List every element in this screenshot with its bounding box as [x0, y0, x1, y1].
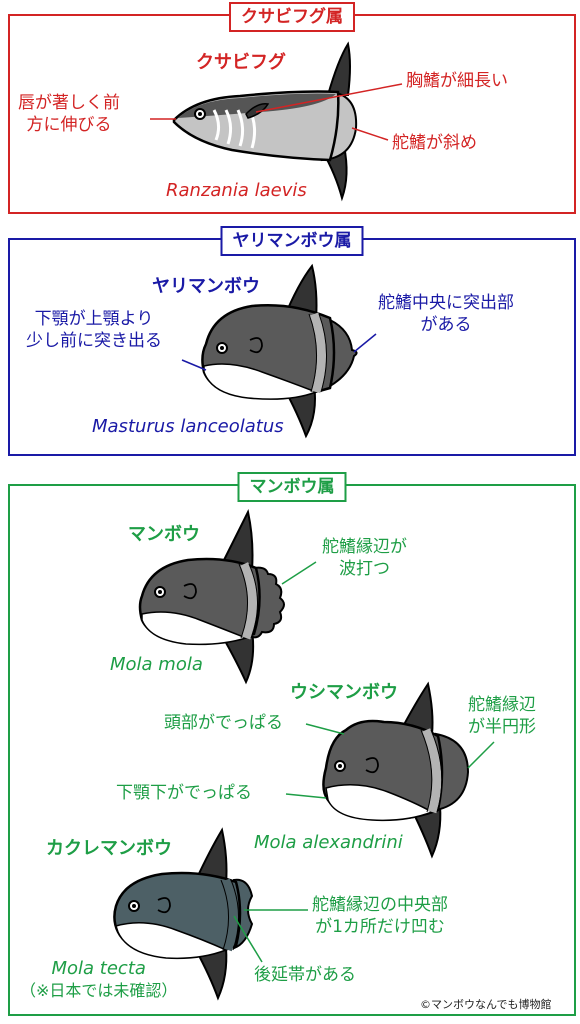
tecta-species-note: （※日本では未確認）: [20, 981, 178, 1000]
alexandrini-fish-illustration: [322, 681, 470, 859]
ranzania-note-lip: 唇が著しく前 方に伸びる: [18, 92, 120, 136]
mola-mola-fish-illustration: [138, 509, 285, 685]
alexandrini-note-head: 頭部がでっぱる: [164, 713, 283, 733]
alexandrini-note-jaw: 下顎下がでっぱる: [116, 783, 252, 803]
tecta-note-rudder-line2: が1カ所だけ凹む: [315, 917, 445, 937]
tecta-scientific-block: Mola tecta （※日本では未確認）: [20, 958, 177, 1002]
tecta-scientific-name: Mola tecta: [51, 958, 146, 979]
masturus-note-jaw-line1: 下顎が上顎より: [34, 309, 154, 329]
tecta-species-name: カクレマンボウ: [46, 838, 172, 859]
mola-mola-note-line2: 波打つ: [339, 559, 390, 579]
copyright-text: ©マンボウなんでも博物館: [420, 998, 552, 1011]
mola-genus-title: マンボウ属: [237, 472, 347, 502]
masturus-species-name: ヤリマンボウ: [152, 276, 260, 297]
mola-mola-note-line1: 舵鰭縁辺が: [322, 537, 407, 557]
tecta-note-rudder: 舵鰭縁辺の中央部 が1カ所だけ凹む: [312, 894, 448, 938]
ranzania-note-rudder: 舵鰭が斜め: [392, 133, 477, 153]
ranzania-genus-title: クサビフグ属: [229, 2, 355, 32]
masturus-note-rudder: 舵鰭中央に突出部 がある: [378, 292, 514, 336]
mola-mola-scientific-name: Mola mola: [110, 654, 203, 675]
mola-mola-note: 舵鰭縁辺が 波打つ: [322, 536, 407, 580]
ranzania-note-pectoral: 胸鰭が細長い: [406, 71, 508, 91]
masturus-note-rudder-line1: 舵鰭中央に突出部: [378, 293, 514, 313]
tecta-fish-illustration: [113, 827, 254, 1001]
tecta-note-band: 後延帯がある: [254, 965, 356, 985]
alexandrini-note-rudder-line2: が半円形: [468, 717, 536, 737]
masturus-genus-title: ヤリマンボウ属: [220, 226, 364, 256]
ranzania-note-lip-line1: 唇が著しく前: [18, 93, 120, 113]
ranzania-panel: クサビフグ属: [8, 2, 576, 214]
mola-panel: マンボウ属: [8, 472, 576, 1016]
ranzania-species-name: クサビフグ: [196, 52, 286, 73]
masturus-scientific-name: Masturus lanceolatus: [92, 416, 284, 437]
alexandrini-species-name: ウシマンボウ: [290, 682, 398, 703]
masturus-note-jaw-line2: 少し前に突き出る: [26, 331, 162, 351]
masturus-fish-illustration: [201, 263, 358, 439]
tecta-note-rudder-line1: 舵鰭縁辺の中央部: [312, 895, 448, 915]
masturus-note-rudder-line2: がある: [420, 315, 472, 335]
mola-mola-species-name: マンボウ: [128, 524, 200, 545]
ranzania-fish-illustration: [172, 41, 358, 202]
ranzania-scientific-name: Ranzania laevis: [166, 180, 307, 201]
masturus-note-jaw: 下顎が上顎より 少し前に突き出る: [26, 308, 162, 352]
alexandrini-note-rudder-line1: 舵鰭縁辺: [468, 695, 536, 715]
alexandrini-note-rudder: 舵鰭縁辺 が半円形: [468, 694, 536, 738]
alexandrini-scientific-name: Mola alexandrini: [254, 832, 403, 853]
ranzania-note-lip-line2: 方に伸びる: [26, 115, 112, 135]
